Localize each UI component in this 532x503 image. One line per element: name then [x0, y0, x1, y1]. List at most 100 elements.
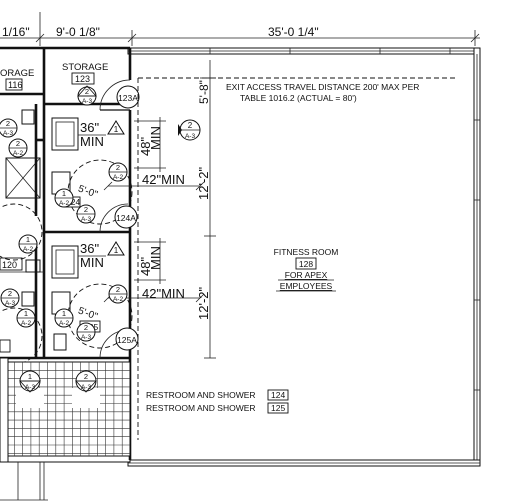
svg-text:A-3: A-3	[3, 130, 14, 137]
room-number-124: 124	[66, 197, 80, 207]
room-name-storage-left: ORAGE	[0, 68, 34, 79]
marker-3: 2A-2	[8, 138, 28, 158]
room-number-left-120: 120	[2, 260, 17, 270]
svg-text:1: 1	[114, 125, 119, 134]
svg-text:1: 1	[62, 189, 66, 198]
exterior-walls	[0, 46, 481, 467]
room-number-box-fitness	[295, 257, 317, 270]
marker-12: 2A-3	[76, 322, 96, 342]
svg-text:2: 2	[84, 323, 88, 332]
clearance-48-lower: 48"	[138, 257, 153, 276]
room-name-storage: STORAGE	[62, 62, 108, 73]
svg-text:A-2: A-2	[59, 200, 70, 207]
svg-text:2: 2	[116, 163, 120, 172]
clearance-42-lower: 42"MIN	[142, 286, 185, 301]
marker-1: 2A-3	[77, 85, 97, 106]
legend-restroom-124-label: RESTROOM AND SHOWER	[146, 390, 256, 400]
marker-13: 1A-3	[19, 370, 41, 393]
svg-text:1: 1	[114, 246, 119, 255]
clearance-36-lower-min: MIN	[80, 255, 104, 270]
legend-restroom-125-box	[267, 402, 289, 414]
svg-text:A-2: A-2	[21, 320, 32, 327]
exit-note-line-1: EXIT ACCESS TRAVEL DISTANCE 200' MAX PER	[226, 82, 419, 92]
door-swing-123a	[99, 79, 131, 111]
svg-text:A-3: A-3	[81, 384, 92, 391]
svg-text:2: 2	[6, 119, 10, 128]
legend-restroom-125-number: 125	[271, 403, 285, 413]
legend-restroom-125-label: RESTROOM AND SHOWER	[146, 403, 256, 413]
storage-room-123: STORAGE 123 123A	[62, 62, 140, 111]
svg-text:2: 2	[84, 205, 88, 214]
svg-text:A-3: A-3	[82, 98, 93, 105]
dimension-storage-width: 9'-0 1/8"	[56, 25, 100, 39]
svg-text:A-3: A-3	[185, 133, 196, 140]
legend-restroom-124-box	[267, 389, 289, 401]
clearance-36-upper: 36"	[80, 120, 99, 135]
room-name-fitness-line-2: FOR APEX	[285, 270, 328, 280]
svg-text:A-2: A-2	[59, 320, 70, 327]
svg-text:A-3: A-3	[25, 384, 36, 391]
marker-5: 1A-2	[54, 188, 74, 208]
marker-8: 2A-3	[0, 288, 20, 308]
dimension-top-offset: 5'-8"	[197, 80, 211, 104]
restroom-124: 36" MIN 1 48" MIN 42"MIN 5'-0" 124 124A	[51, 117, 205, 233]
svg-text:1: 1	[26, 235, 30, 244]
marker-6: 2A-3	[76, 204, 96, 224]
clearance-48-upper-min: MIN	[148, 126, 163, 150]
room-number-box-storage	[71, 72, 95, 85]
door-number-124a: 124A	[116, 213, 136, 223]
marker-2: 2A-3	[0, 118, 18, 138]
marker-11: 1A-2	[54, 308, 74, 328]
svg-text:A-2: A-2	[113, 174, 124, 181]
svg-text:1: 1	[62, 309, 66, 318]
room-number-storage-left: 116	[8, 80, 22, 90]
svg-text:1: 1	[24, 309, 28, 318]
room-name-fitness: FITNESS ROOM	[274, 247, 339, 257]
legend-restroom-124-number: 124	[271, 390, 285, 400]
top-dimension-string: 1/16" 9'-0 1/8" 35'-0 1/4"	[0, 12, 480, 46]
turning-dimension-125: 5'-0"	[76, 305, 99, 322]
dimension-lower-bay: 12'-2"	[196, 286, 211, 320]
left-rooms: ORAGE 116 120	[0, 68, 44, 365]
turning-circle-left-upper	[0, 203, 43, 261]
reference-markers: 2A-3 2A-3 2A-2 2A-2 1A-2 2A-3 1A-2 2A-3 …	[0, 85, 128, 393]
fixture-left-sink	[25, 259, 41, 273]
fitness-room-128: 5'-8" 12'-2" 12'-2" EXIT ACCESS TRAVEL D…	[137, 60, 455, 440]
room-name-fitness-line-3: EMPLOYEES	[280, 281, 333, 291]
svg-text:2: 2	[16, 139, 20, 148]
revision-triangle-upper	[107, 120, 125, 135]
restroom-125: 36" MIN 1 48" MIN 42"MIN 5'-0" 125 125A	[51, 238, 205, 359]
svg-text:2: 2	[84, 372, 88, 381]
clearance-36-lower: 36"	[80, 241, 99, 256]
dimension-left-partial: 1/16"	[2, 25, 30, 39]
door-tag-123a	[116, 85, 140, 109]
door-number-125a: 125A	[117, 335, 137, 345]
door-number-123a: 123A	[118, 93, 138, 103]
svg-text:A-3: A-3	[81, 334, 92, 341]
door-tag-124a	[114, 205, 138, 229]
marker-9: 1A-2	[16, 308, 36, 328]
marker-4: 2A-2	[108, 162, 128, 182]
svg-text:A-2: A-2	[13, 150, 24, 157]
marker-14: 2A-3	[75, 370, 97, 393]
door-swing-124a	[99, 203, 129, 233]
svg-text:2: 2	[188, 121, 193, 130]
revision-triangle-lower	[107, 241, 125, 256]
svg-text:A-2: A-2	[113, 296, 124, 303]
exit-note-line-2: TABLE 1016.2 (ACTUAL = 80')	[240, 93, 357, 103]
svg-text:2: 2	[116, 285, 120, 294]
room-number-box-left	[5, 78, 23, 91]
clearance-48-lower-min: MIN	[148, 246, 163, 270]
svg-text:A-2: A-2	[23, 246, 34, 253]
svg-text:2: 2	[85, 87, 89, 96]
room-number-fitness: 128	[299, 259, 313, 269]
svg-text:1: 1	[28, 372, 32, 381]
clearance-48-upper: 48"	[138, 137, 153, 156]
svg-text:A-3: A-3	[5, 300, 16, 307]
marker-7: 1A-2	[18, 234, 38, 254]
dimension-fitness-width: 35'-0 1/4"	[268, 25, 319, 39]
svg-text:2: 2	[8, 289, 12, 298]
clearance-42-upper: 42"MIN	[142, 172, 185, 187]
room-number-box-left-120	[0, 257, 23, 271]
